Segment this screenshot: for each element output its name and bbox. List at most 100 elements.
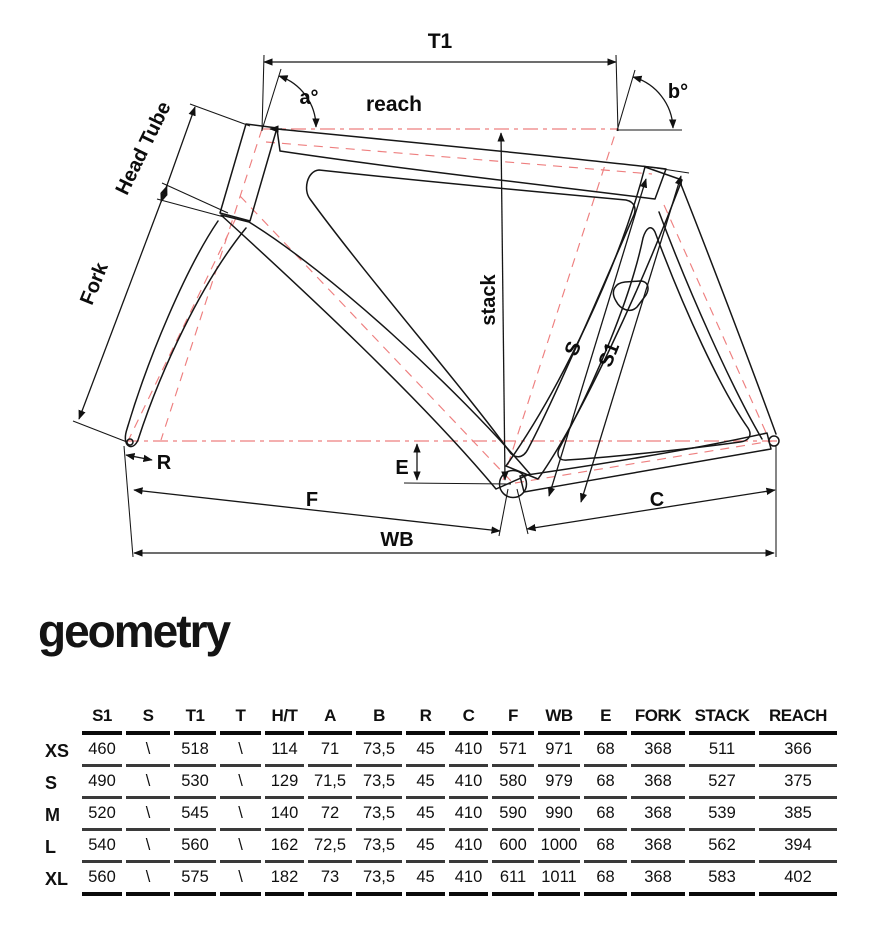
label-b-angle: b° bbox=[668, 81, 688, 103]
geometry-cell: 129 bbox=[265, 767, 304, 799]
col-header: C bbox=[449, 700, 488, 735]
col-header: B bbox=[356, 700, 402, 735]
page-title: geometry bbox=[38, 605, 231, 657]
label-stack: stack bbox=[478, 274, 500, 326]
geometry-cell: 45 bbox=[406, 767, 445, 799]
col-header: T bbox=[220, 700, 261, 735]
geometry-cell: \ bbox=[126, 863, 170, 896]
geometry-cell: 520 bbox=[82, 799, 122, 831]
geometry-cell: 590 bbox=[492, 799, 534, 831]
geometry-cell: 162 bbox=[265, 831, 304, 863]
geometry-cell: 511 bbox=[689, 735, 755, 767]
geometry-cell: 140 bbox=[265, 799, 304, 831]
col-header: S bbox=[126, 700, 170, 735]
rear-dropout bbox=[768, 435, 780, 447]
seatstay-inner bbox=[658, 211, 763, 440]
geometry-cell: 73,5 bbox=[356, 799, 402, 831]
seatstay-outer bbox=[679, 181, 777, 435]
geometry-cell: 540 bbox=[82, 831, 122, 863]
col-header: H/T bbox=[265, 700, 304, 735]
label-wb: WB bbox=[380, 529, 413, 551]
label-fork: Fork bbox=[76, 259, 113, 308]
front-dropout bbox=[126, 438, 134, 446]
geometry-cell: \ bbox=[126, 831, 170, 863]
geometry-cell: 368 bbox=[631, 735, 685, 767]
geometry-cell: 1011 bbox=[538, 863, 580, 896]
top-tube-outline bbox=[276, 128, 667, 200]
label-r: R bbox=[157, 452, 172, 474]
frame-geometry-diagram: T1 a° reach b° Head Tube Fork stack S S1… bbox=[72, 30, 780, 558]
geometry-cell: 71 bbox=[308, 735, 352, 767]
geometry-cell: 45 bbox=[406, 863, 445, 896]
col-header: WB bbox=[538, 700, 580, 735]
col-header: A bbox=[308, 700, 352, 735]
header-row: S1 S T1 T H/T A B R C F WB E FORK STACK … bbox=[44, 700, 837, 735]
geometry-cell: 68 bbox=[584, 831, 627, 863]
col-header-size bbox=[44, 700, 78, 735]
geometry-cell: \ bbox=[220, 767, 261, 799]
geometry-cell: 410 bbox=[449, 767, 488, 799]
geometry-cell: 368 bbox=[631, 799, 685, 831]
geometry-cell: 490 bbox=[82, 767, 122, 799]
col-header: T1 bbox=[174, 700, 216, 735]
geometry-cell: 539 bbox=[689, 799, 755, 831]
geometry-cell: 72,5 bbox=[308, 831, 352, 863]
label-t1: T1 bbox=[428, 30, 453, 53]
geometry-cell: 72 bbox=[308, 799, 352, 831]
geometry-cell: 990 bbox=[538, 799, 580, 831]
geometry-cell: 45 bbox=[406, 735, 445, 767]
front-triangle-cutout bbox=[305, 169, 636, 458]
table-row: L 540 \ 560 \ 162 72,5 73,5 45 410 600 1… bbox=[44, 831, 837, 863]
geometry-cell: \ bbox=[220, 799, 261, 831]
geometry-cell: 571 bbox=[492, 735, 534, 767]
dimension-lines-group bbox=[72, 54, 777, 558]
label-c: C bbox=[650, 489, 664, 511]
fork-outline bbox=[124, 220, 247, 448]
geometry-cell: \ bbox=[220, 831, 261, 863]
row-size-label: XL bbox=[45, 869, 69, 889]
row-size-label: S bbox=[45, 772, 58, 793]
col-header: E bbox=[584, 700, 627, 735]
geometry-cell: 73,5 bbox=[356, 767, 402, 799]
geometry-cell: 560 bbox=[82, 863, 122, 896]
geometry-cell: 580 bbox=[492, 767, 534, 799]
geometry-cell: 385 bbox=[759, 799, 837, 831]
geometry-cell: 73,5 bbox=[356, 831, 402, 863]
geometry-cell: 368 bbox=[631, 863, 685, 896]
geometry-cell: 68 bbox=[584, 799, 627, 831]
label-f: F bbox=[306, 489, 318, 511]
table-row: XS 460 \ 518 \ 114 71 73,5 45 410 571 97… bbox=[44, 735, 837, 767]
geometry-cell: 971 bbox=[538, 735, 580, 767]
geometry-cell: \ bbox=[126, 799, 170, 831]
geometry-cell: 530 bbox=[174, 767, 216, 799]
row-size-label: L bbox=[45, 836, 56, 857]
geometry-cell: 562 bbox=[689, 831, 755, 863]
geometry-cell: 545 bbox=[174, 799, 216, 831]
label-a-angle: a° bbox=[299, 87, 318, 109]
label-e: E bbox=[395, 457, 408, 479]
geometry-cell: 979 bbox=[538, 767, 580, 799]
table-row: XL 560 \ 575 \ 182 73 73,5 45 410 611 10… bbox=[44, 863, 837, 896]
geometry-cell: \ bbox=[220, 863, 261, 896]
geometry-cell: 375 bbox=[759, 767, 837, 799]
geometry-cell: 600 bbox=[492, 831, 534, 863]
geometry-cell: \ bbox=[126, 767, 170, 799]
down-tube-outline bbox=[220, 214, 531, 490]
table-row: S 490 \ 530 \ 129 71,5 73,5 45 410 580 9… bbox=[44, 767, 837, 799]
col-header: FORK bbox=[631, 700, 685, 735]
geometry-cell: 45 bbox=[406, 831, 445, 863]
col-header: STACK bbox=[689, 700, 755, 735]
col-header: F bbox=[492, 700, 534, 735]
geometry-cell: 114 bbox=[265, 735, 304, 767]
geometry-cell: 410 bbox=[449, 863, 488, 896]
geometry-cell: 527 bbox=[689, 767, 755, 799]
geometry-cell: 611 bbox=[492, 863, 534, 896]
geometry-cell: 45 bbox=[406, 799, 445, 831]
geometry-cell: 410 bbox=[449, 831, 488, 863]
geometry-cell: 73,5 bbox=[356, 735, 402, 767]
col-header: R bbox=[406, 700, 445, 735]
label-s: S bbox=[561, 338, 586, 359]
geometry-cell: \ bbox=[220, 735, 261, 767]
geometry-cell: 368 bbox=[631, 831, 685, 863]
table-row: M 520 \ 545 \ 140 72 73,5 45 410 590 990… bbox=[44, 799, 837, 831]
